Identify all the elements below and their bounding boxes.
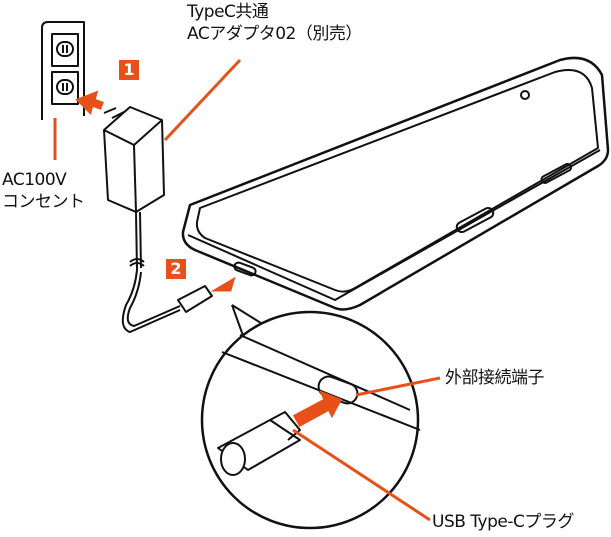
outlet-label-line2: コンセント [2,192,85,212]
port-leader-line [355,376,441,397]
step-1-badge: 1 [119,60,139,80]
adapter-label-line1: TypeC共通 [187,2,269,22]
arrow-zoom-icon [292,390,343,428]
wall-outlet-icon [41,21,85,120]
step-2-badge: 2 [166,259,186,279]
arrow-1-icon [75,90,104,115]
smartphone-icon [181,56,610,311]
ac-adapter-icon [103,106,213,333]
adapter-label-line2: ACアダプタ02（別売） [187,24,362,44]
arrow-2-icon [210,276,236,292]
outlet-label-line1: AC100V [2,170,67,190]
port-label: 外部接続端子 [445,368,545,388]
plug-leader-line [292,428,431,522]
plug-label: USB Type-Cプラグ [432,512,574,532]
adapter-leader-line [163,58,242,142]
